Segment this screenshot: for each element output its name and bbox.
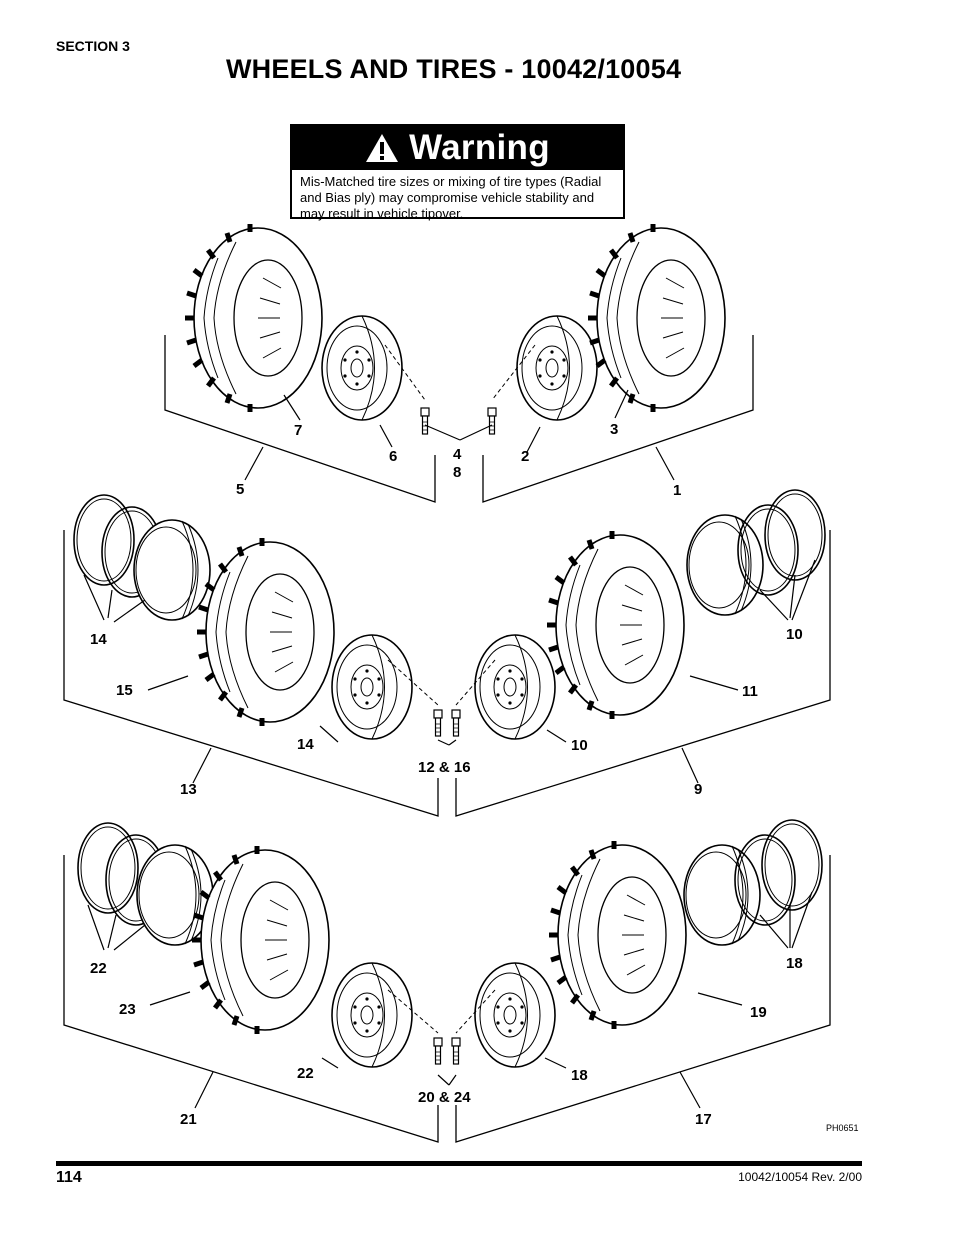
callout-18-bottom: 18 <box>571 1067 588 1084</box>
bolt-part-8 <box>487 407 497 435</box>
rim-part-6 <box>321 315 403 421</box>
warning-header: Warning <box>292 126 623 170</box>
callout-18-top: 18 <box>786 955 803 972</box>
warning-text: Mis-Matched tire sizes or mixing of tire… <box>300 174 602 221</box>
tire-part-7 <box>185 224 322 412</box>
bolt-part-20 <box>433 1037 443 1065</box>
tire-part-19 <box>549 841 686 1029</box>
callout-5: 5 <box>236 481 244 498</box>
page-title: WHEELS AND TIRES - 10042/10054 <box>226 54 682 84</box>
tire-part-23 <box>192 846 329 1034</box>
bolt-part-16 <box>451 709 461 737</box>
tire-part-15 <box>197 538 334 726</box>
tire-part-3 <box>588 224 725 412</box>
callout-22-bottom: 22 <box>297 1065 314 1082</box>
band-part-14 <box>133 519 211 621</box>
wheel-group-3: 22 18 23 19 22 18 20 & 24 21 17 <box>63 819 831 1143</box>
callout-11: 11 <box>742 683 758 700</box>
callout-19: 19 <box>750 1004 767 1021</box>
figure-id: PH0651 <box>826 1123 859 1133</box>
ring-part-18b <box>761 819 823 911</box>
document-revision: 10042/10054 Rev. 2/00 <box>738 1170 862 1184</box>
wheel-group-2: 14 10 15 11 14 10 12 & 16 13 9 <box>63 489 831 817</box>
wheel-group-1: 7 6 4 8 2 3 5 1 <box>164 224 754 503</box>
callout-14-bottom: 14 <box>297 736 314 753</box>
callout-1: 1 <box>673 482 681 499</box>
rim-part-2 <box>516 315 598 421</box>
callout-10-top: 10 <box>786 626 803 643</box>
tire-part-11 <box>547 531 684 719</box>
bolt-part-24 <box>451 1037 461 1065</box>
warning-triangle-icon <box>366 134 399 162</box>
callout-8: 8 <box>453 464 461 481</box>
warning-box: Warning Mis-Matched tire sizes or mixing… <box>290 124 625 221</box>
bolt-part-4 <box>420 407 430 435</box>
callout-22-top: 22 <box>90 960 107 977</box>
rim-part-18 <box>474 962 556 1068</box>
callout-15: 15 <box>116 682 133 699</box>
section-label: SECTION 3 <box>56 38 130 54</box>
rim-part-14 <box>331 634 413 740</box>
callout-3: 3 <box>610 421 618 438</box>
callout-23: 23 <box>119 1001 136 1018</box>
callout-6: 6 <box>389 448 397 465</box>
warning-title: Warning <box>409 128 550 167</box>
callout-9: 9 <box>694 781 702 798</box>
callout-13: 13 <box>180 781 197 798</box>
page-number: 114 <box>56 1169 82 1186</box>
callout-4: 4 <box>453 446 462 463</box>
rim-part-10 <box>474 634 556 740</box>
callout-10-bottom: 10 <box>571 737 588 754</box>
callout-21: 21 <box>180 1111 197 1128</box>
callout-7: 7 <box>294 422 302 439</box>
ring-part-10b <box>764 489 826 581</box>
band-part-18 <box>683 844 761 946</box>
callout-20-24: 20 & 24 <box>418 1089 471 1106</box>
rim-part-22 <box>331 962 413 1068</box>
bolt-part-12 <box>433 709 443 737</box>
footer-rule <box>56 1161 862 1166</box>
callout-2: 2 <box>521 448 529 465</box>
callout-14-top: 14 <box>90 631 107 648</box>
band-part-10 <box>686 514 764 616</box>
callout-12-16: 12 & 16 <box>418 759 471 776</box>
callout-17: 17 <box>695 1111 712 1128</box>
